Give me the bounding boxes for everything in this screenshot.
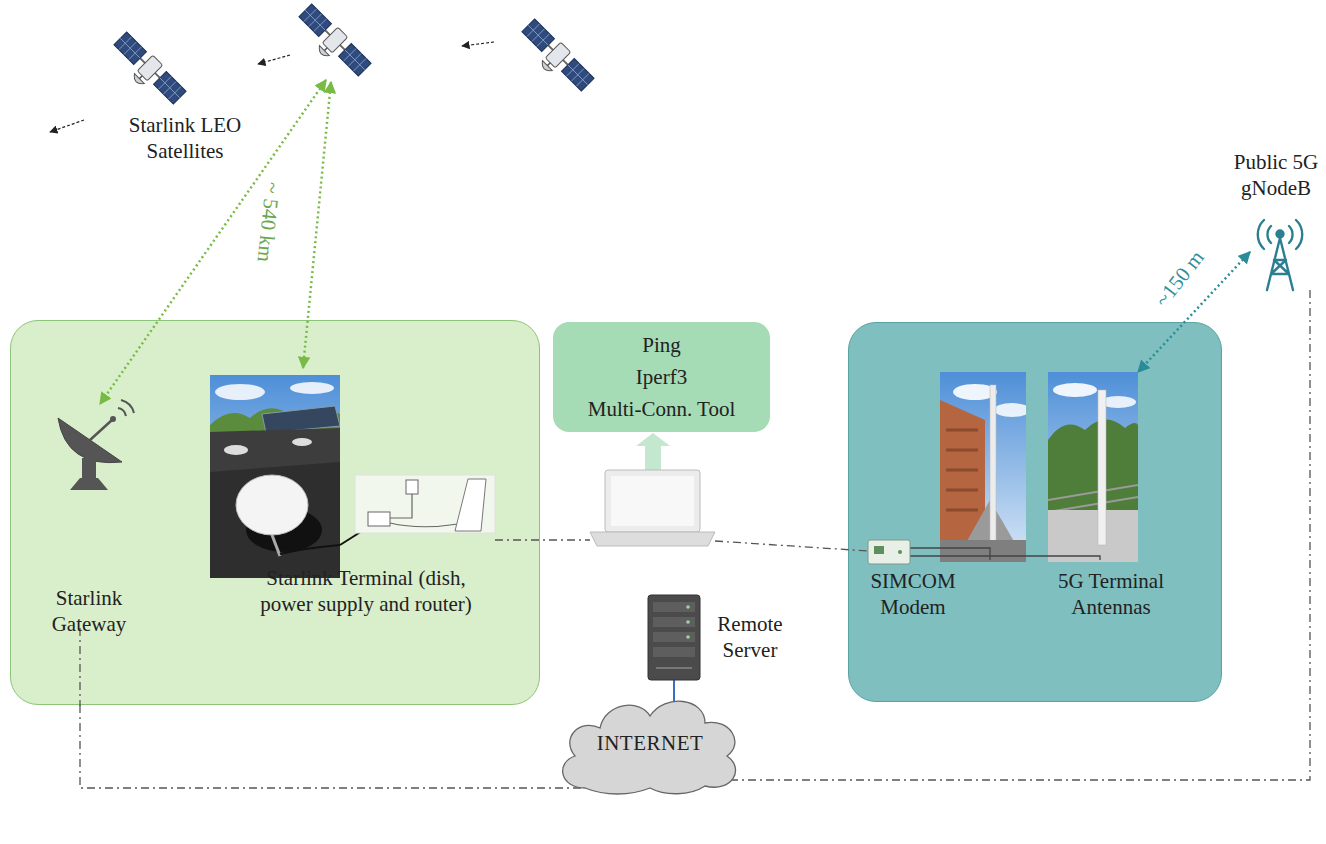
motion-arrow: [258, 55, 290, 64]
server-icon: [648, 595, 700, 680]
5g-panel: SIMCOM Modem 5G Terminal Antennas: [848, 322, 1222, 702]
antenna-photo: [940, 372, 1026, 562]
gnodeb-label: Public 5G gNodeB: [1228, 150, 1324, 201]
gnodeb-tower-icon: [1258, 220, 1302, 290]
usb-line: [715, 541, 868, 551]
internet-cloud: INTERNET: [555, 688, 745, 798]
tool-name: Ping: [642, 329, 681, 361]
satellite-icon: [292, 3, 373, 84]
gateway-link-line: [79, 628, 80, 706]
network-link: [80, 705, 585, 788]
antenna-label: 5G Terminal Antennas: [1041, 569, 1181, 620]
satellite-link-arrow: [303, 82, 331, 368]
distance-label: ~150 m: [1150, 246, 1210, 313]
laptop-icon: [590, 470, 715, 546]
router-illustration: [355, 475, 495, 533]
starlink-dish-photo: [210, 375, 340, 578]
tools-box: PingIperf3Multi-Conn. Tool: [553, 322, 770, 432]
internet-link-line: [730, 290, 1310, 780]
antenna-cable: [910, 548, 1100, 560]
motion-arrow: [50, 120, 84, 132]
gateway-dish-icon: [58, 400, 134, 490]
satellite-icon: [107, 31, 188, 112]
modem-icon: [868, 540, 910, 564]
tool-name: Multi-Conn. Tool: [588, 393, 736, 425]
distance-label: ~ 540 km: [251, 181, 285, 263]
satellites-label: Starlink LEO Satellites: [110, 113, 260, 164]
tool-name: Iperf3: [636, 361, 687, 393]
ethernet-line: [495, 539, 590, 540]
run-arrow: [636, 433, 670, 470]
satellite-icon: [515, 18, 596, 99]
satellite-link-arrow: [100, 80, 326, 404]
terminal-label: Starlink Terminal (dish, power supply an…: [256, 566, 476, 617]
server-label: Remote Server: [705, 612, 795, 663]
antenna-photo: [1048, 372, 1138, 562]
gateway-label: Starlink Gateway: [39, 586, 139, 637]
cloud-label: INTERNET: [597, 727, 704, 759]
modem-label: SIMCOM Modem: [863, 569, 963, 620]
motion-arrow: [462, 42, 494, 46]
